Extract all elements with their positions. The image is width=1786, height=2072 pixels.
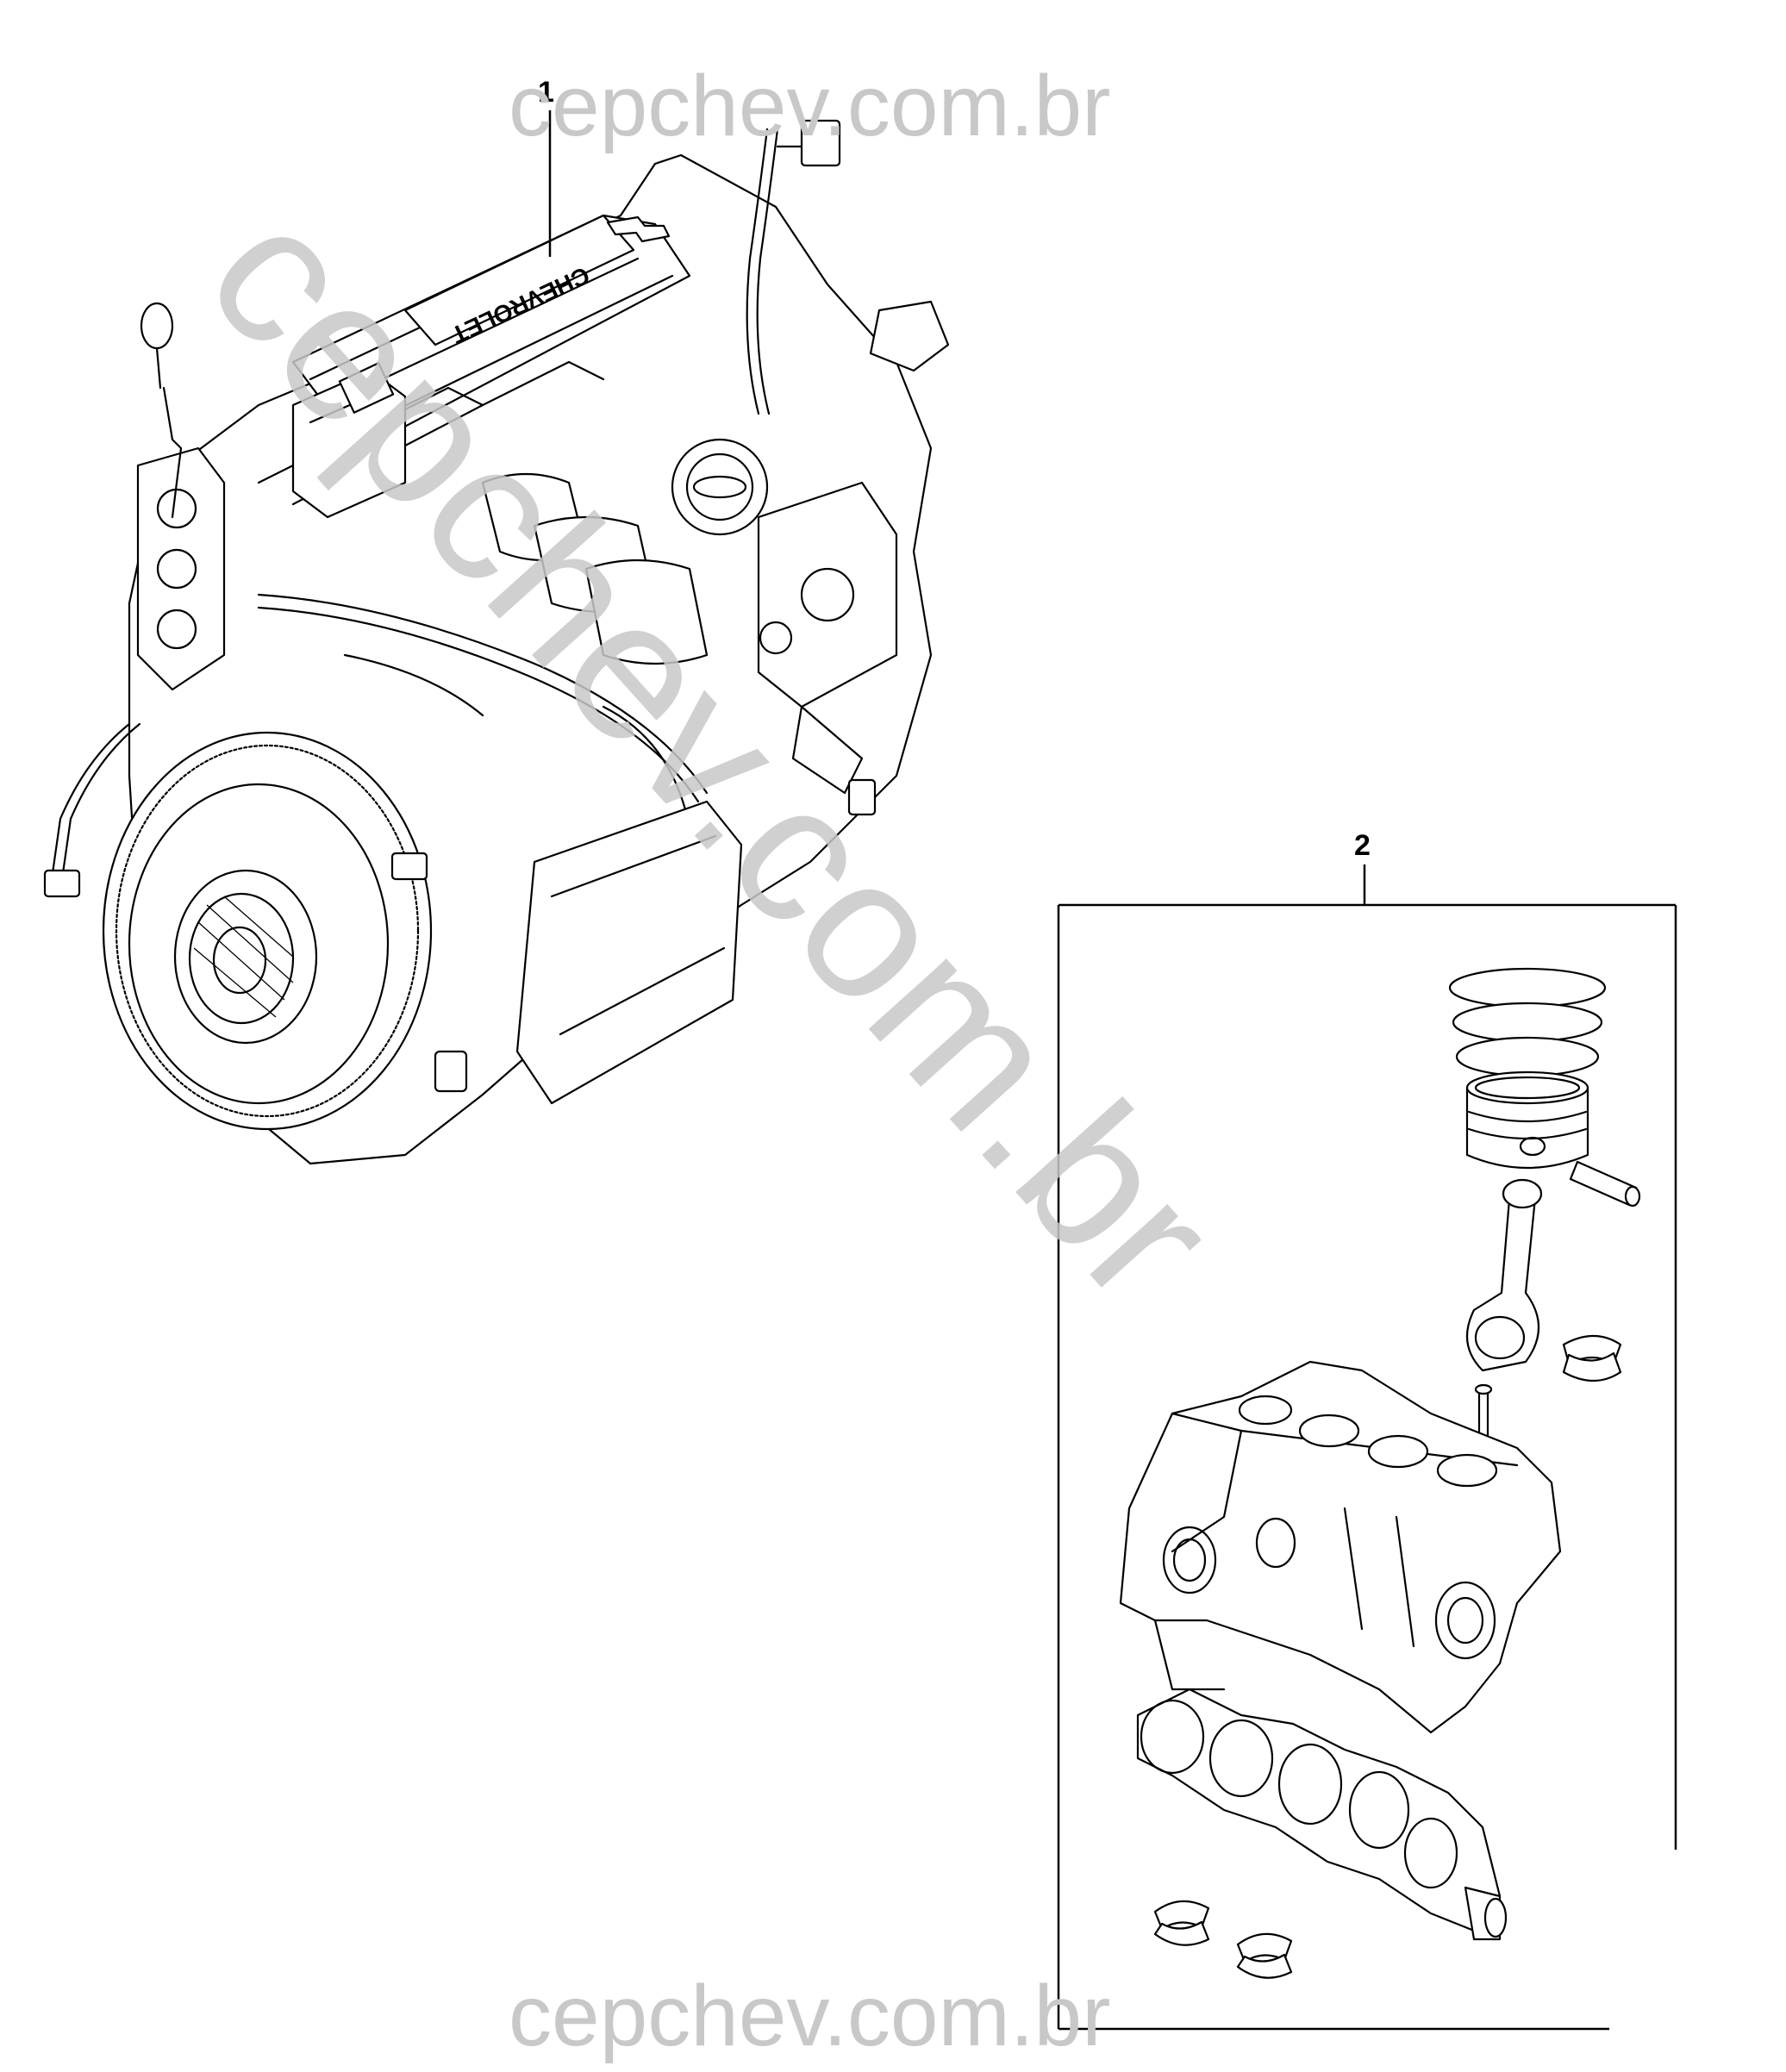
- crankshaft: [1136, 1688, 1502, 1932]
- short-block-kit-drawing[interactable]: [1119, 967, 1641, 1979]
- piston-ring-top: [1448, 967, 1607, 1008]
- piston-ring-oil: [1455, 1036, 1600, 1077]
- chevrolet-logo-plate: [403, 214, 635, 346]
- callout-2[interactable]: 2: [1354, 829, 1371, 905]
- callout-1[interactable]: 1: [538, 76, 554, 257]
- harness-connector-left: [43, 869, 81, 898]
- watermark-top: cepchev.com.br: [509, 58, 1110, 154]
- piston: [1465, 1086, 1589, 1170]
- cylinder-block: [1119, 1360, 1562, 1734]
- rod-bearing-lower: [1562, 1351, 1622, 1382]
- engine-assembly-drawing[interactable]: CHEVROLET: [43, 119, 950, 1165]
- harness-connector-top: [800, 119, 841, 167]
- main-bearing-left-upper: [1153, 1900, 1210, 1931]
- flywheel: [102, 731, 433, 1131]
- callout-1-label: 1: [538, 76, 554, 109]
- connecting-rod: [1465, 1188, 1540, 1372]
- main-bearing-left-lower: [1153, 1920, 1210, 1946]
- watermark-bottom: cepchev.com.br: [509, 1968, 1110, 2064]
- bowtie-emblem-icon: [606, 215, 671, 243]
- kit-frame: [1057, 903, 1677, 2031]
- callout-2-label: 2: [1354, 829, 1371, 862]
- rod-bolt: [1477, 1388, 1489, 1439]
- piston-ring-middle: [1452, 1002, 1603, 1043]
- main-bearing-right-lower: [1236, 1953, 1293, 1979]
- main-bearing-right-upper: [1236, 1932, 1293, 1963]
